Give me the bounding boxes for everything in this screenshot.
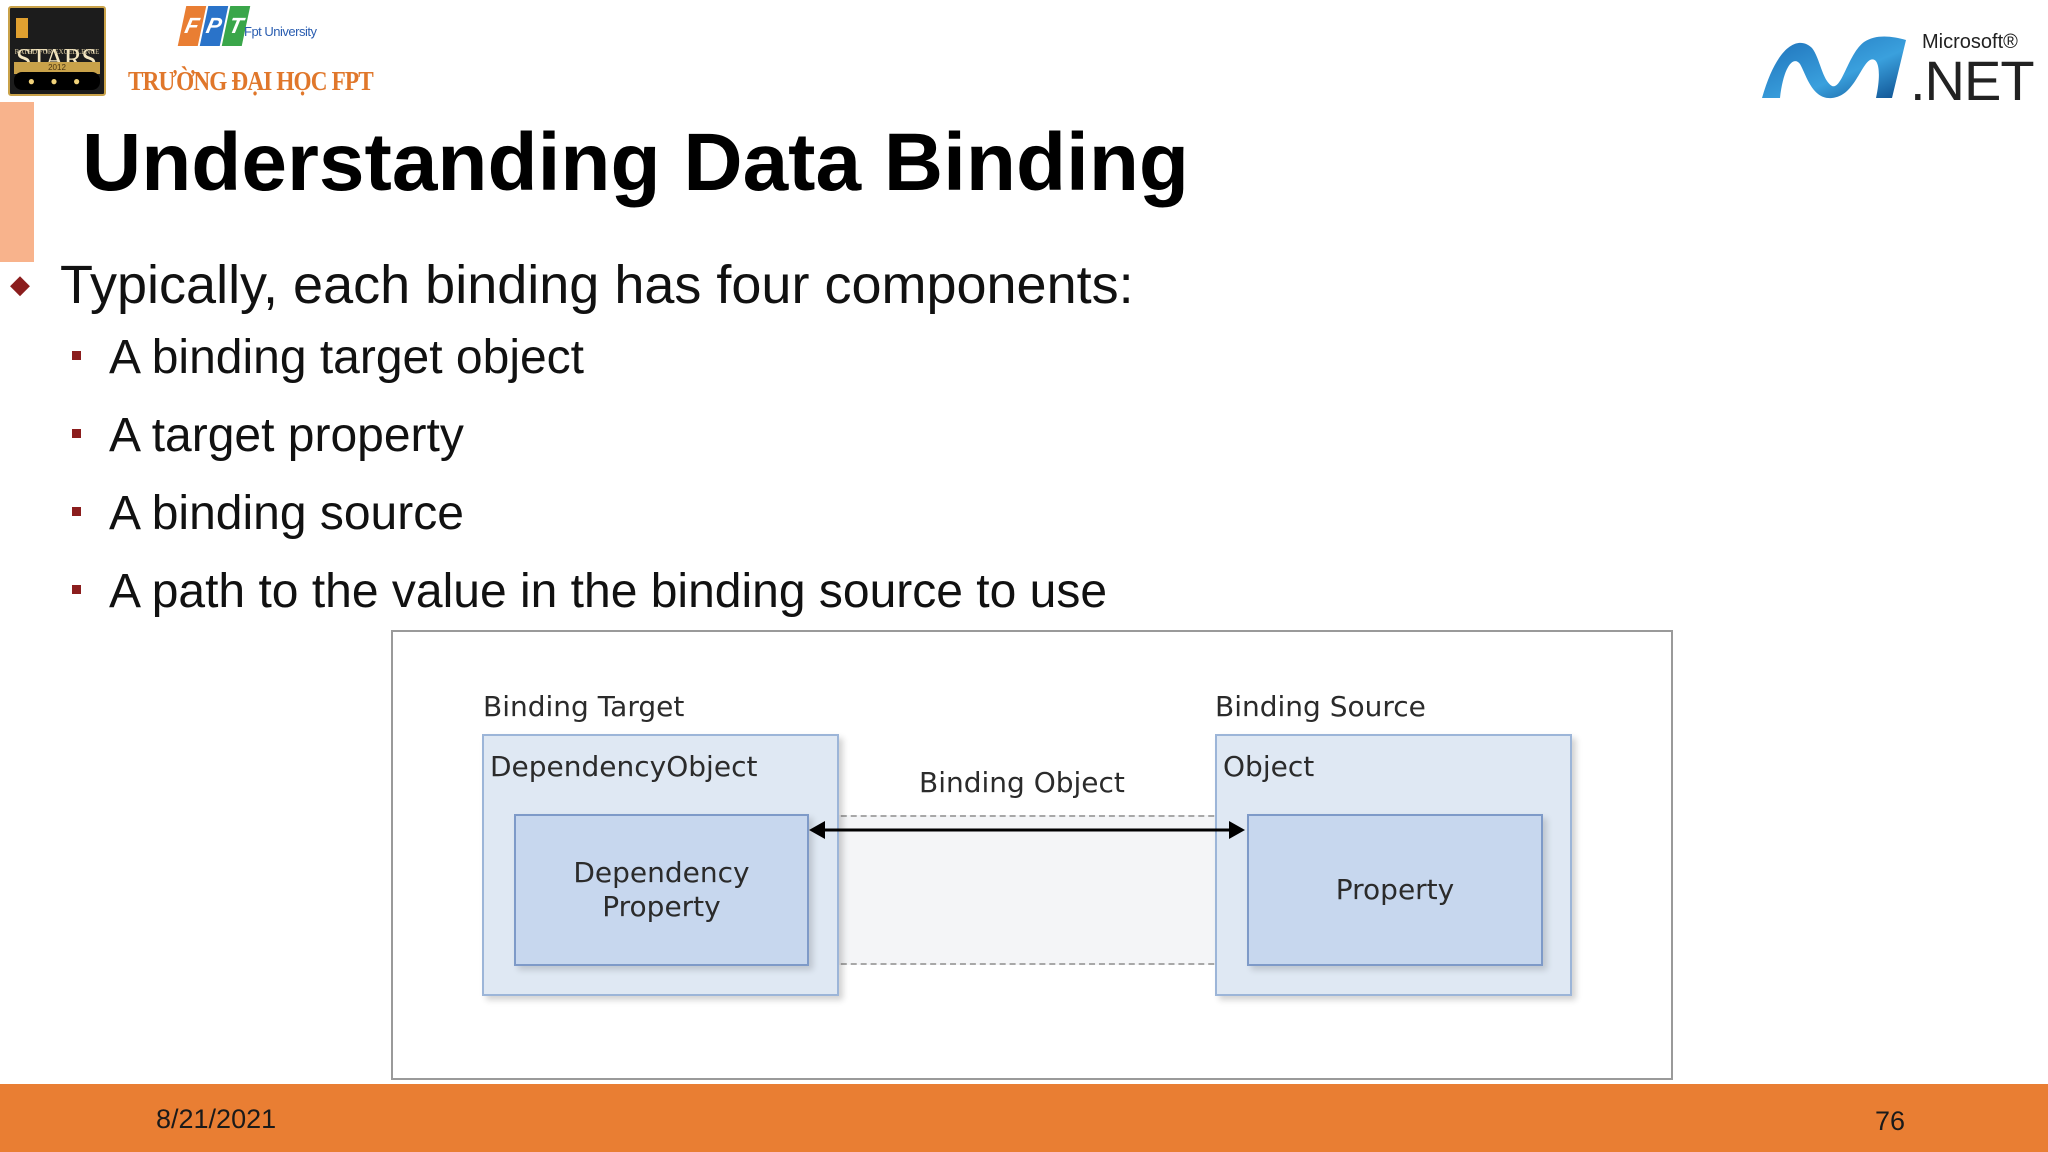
diamond-bullet-icon: ◆: [10, 269, 30, 299]
binding-target-label: Binding Target: [483, 690, 685, 723]
binding-object-label: Binding Object: [919, 766, 1125, 799]
sub-bullet: A binding target object: [72, 330, 584, 385]
footer-bar: 8/21/2021 76: [0, 1084, 2048, 1152]
sub-bullet-text: A binding target object: [109, 331, 585, 384]
slide-number: 76: [1875, 1106, 1906, 1136]
slide-title: Understanding Data Binding: [82, 117, 1189, 208]
sub-bullet: A binding source: [72, 486, 464, 541]
square-bullet-icon: [72, 585, 81, 594]
dependency-property-box: Dependency Property: [514, 814, 809, 966]
sub-bullet: A path to the value in the binding sourc…: [72, 564, 1107, 619]
stars-logo: STARS RATED FOR EXCELLENCE 2012 ● ● ●: [8, 6, 106, 96]
microsoft-text: Microsoft®: [1922, 31, 2018, 53]
dotnet-wave-icon: [1762, 36, 1906, 99]
binding-source-label: Binding Source: [1215, 690, 1426, 723]
stars-logo-year: 2012: [14, 62, 100, 74]
sub-bullet: A target property: [72, 408, 464, 463]
sub-bullet-text: A target property: [109, 409, 464, 462]
footer-date: 8/21/2021: [156, 1104, 277, 1134]
source-property-box: Property: [1247, 814, 1543, 966]
school-name: TRƯỜNG ĐẠI HỌC FPT: [128, 66, 374, 96]
square-bullet-icon: [72, 429, 81, 438]
double-arrow-icon: [809, 821, 1245, 839]
dotnet-logo: Microsoft® .NET: [1760, 28, 2035, 112]
title-accent-bar: [0, 102, 34, 262]
binding-diagram: Binding Target Binding Source Binding Ob…: [391, 630, 1673, 1080]
main-bullet-text: Typically, each binding has four compone…: [60, 255, 1134, 315]
square-bullet-icon: [72, 351, 81, 360]
stars-logo-dots: ● ● ●: [14, 72, 100, 90]
sub-bullet-text: A binding source: [109, 487, 464, 540]
dependency-property-text: Dependency Property: [573, 856, 750, 923]
fpt-university-text: Fpt University: [244, 24, 317, 39]
stars-logo-subtitle: RATED FOR EXCELLENCE: [14, 48, 100, 56]
dependency-object-box: DependencyObject Dependency Property: [482, 734, 839, 996]
source-property-text: Property: [1335, 873, 1455, 907]
sub-bullet-text: A path to the value in the binding sourc…: [109, 565, 1108, 618]
square-bullet-icon: [72, 507, 81, 516]
source-object-label: Object: [1223, 750, 1315, 783]
dotnet-text: .NET: [1910, 49, 2035, 112]
source-object-box: Object Property: [1215, 734, 1572, 996]
dependency-object-label: DependencyObject: [490, 750, 758, 783]
main-bullet: ◆ Typically, each binding has four compon…: [10, 254, 1134, 316]
